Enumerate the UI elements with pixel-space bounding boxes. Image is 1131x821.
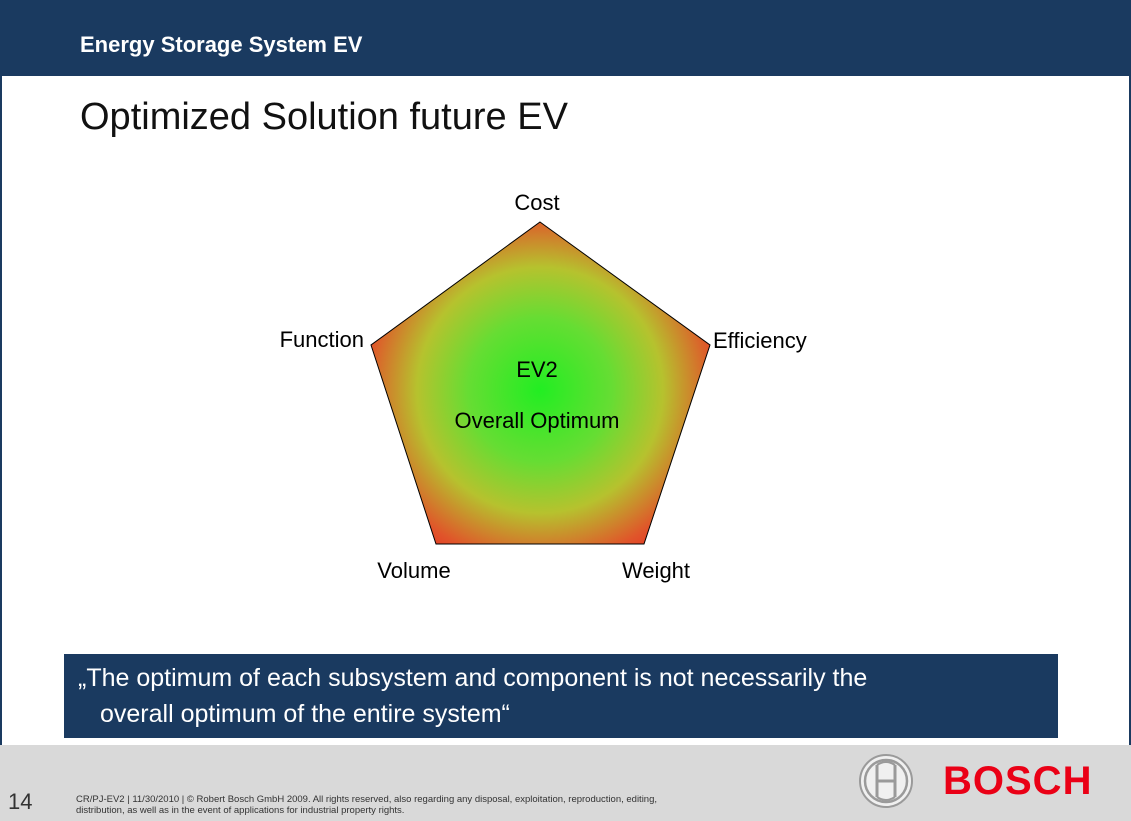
frame-right-border — [1129, 0, 1131, 745]
pentagon-diagram: Cost Efficiency Weight Volume Function E… — [280, 190, 807, 583]
center-label-ev2: EV2 — [516, 357, 558, 382]
bosch-armature-icon — [859, 754, 913, 808]
pentagon-shape — [370, 221, 711, 545]
quote-box: „The optimum of each subsystem and compo… — [64, 654, 1058, 738]
vertex-label-function: Function — [280, 327, 364, 352]
vertex-label-volume: Volume — [377, 558, 450, 583]
slide-title: Optimized Solution future EV — [80, 96, 568, 138]
footer: 14 CR/PJ-EV2 | 11/30/2010 | © Robert Bos… — [0, 745, 1131, 821]
section-title: Energy Storage System EV — [80, 32, 363, 57]
footer-copyright-line-1: CR/PJ-EV2 | 11/30/2010 | © Robert Bosch … — [76, 794, 658, 805]
quote-line-1: „The optimum of each subsystem and compo… — [78, 664, 868, 692]
vertex-label-efficiency: Efficiency — [713, 328, 807, 353]
footer-copyright: CR/PJ-EV2 | 11/30/2010 | © Robert Bosch … — [76, 794, 816, 816]
vertex-label-weight: Weight — [622, 558, 690, 583]
page-number: 14 — [8, 789, 33, 814]
vertex-label-cost: Cost — [514, 190, 559, 215]
quote-line-2: overall optimum of the entire system“ — [100, 700, 510, 728]
footer-copyright-line-2: distribution, as well as in the event of… — [76, 805, 405, 816]
center-label-overall-optimum: Overall Optimum — [454, 408, 619, 433]
bosch-logo-text: BOSCH — [943, 759, 1093, 803]
header-bar — [0, 0, 1131, 76]
frame-left-border — [0, 0, 2, 745]
